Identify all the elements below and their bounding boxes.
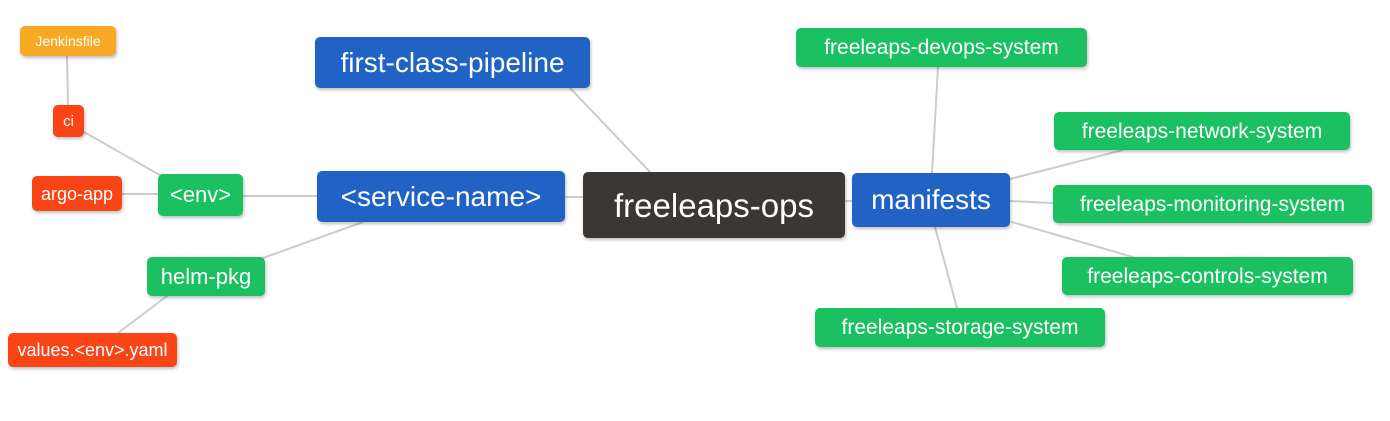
node-freeleaps-monitoring-system[interactable]: freeleaps-monitoring-system [1053, 185, 1372, 223]
node-freeleaps-devops-system[interactable]: freeleaps-devops-system [796, 28, 1087, 67]
edge-manifests-storage-system [934, 226, 958, 309]
node-ci[interactable]: ci [53, 105, 84, 137]
node-env[interactable]: <env> [158, 174, 243, 216]
node-helm-pkg[interactable]: helm-pkg [147, 257, 265, 296]
node-first-class-pipeline[interactable]: first-class-pipeline [315, 37, 590, 88]
node-freeleaps-ops-root[interactable]: freeleaps-ops [583, 172, 845, 238]
edge-helm-pkg-service-name [262, 221, 364, 259]
edge-manifests-monitoring-system [1009, 200, 1054, 204]
edge-ci-env [83, 131, 166, 179]
edge-first-class-pipeline-freeleaps-ops [569, 87, 651, 173]
edge-values-env-yaml-helm-pkg [117, 295, 168, 334]
node-freeleaps-storage-system[interactable]: freeleaps-storage-system [815, 308, 1105, 347]
node-argo-app[interactable]: argo-app [32, 176, 122, 211]
edge-jenkinsfile-ci [66, 55, 69, 106]
edge-manifests-devops-system [931, 66, 939, 174]
node-freeleaps-network-system[interactable]: freeleaps-network-system [1054, 112, 1350, 150]
edge-manifests-controls-system [1011, 221, 1134, 258]
node-manifests[interactable]: manifests [852, 173, 1010, 227]
node-freeleaps-controls-system[interactable]: freeleaps-controls-system [1062, 257, 1353, 295]
edge-manifests-network-system [1009, 149, 1124, 180]
node-values-env-yaml[interactable]: values.<env>.yaml [8, 333, 177, 367]
node-jenkinsfile[interactable]: Jenkinsfile [20, 26, 116, 56]
node-service-name[interactable]: <service-name> [317, 171, 565, 222]
